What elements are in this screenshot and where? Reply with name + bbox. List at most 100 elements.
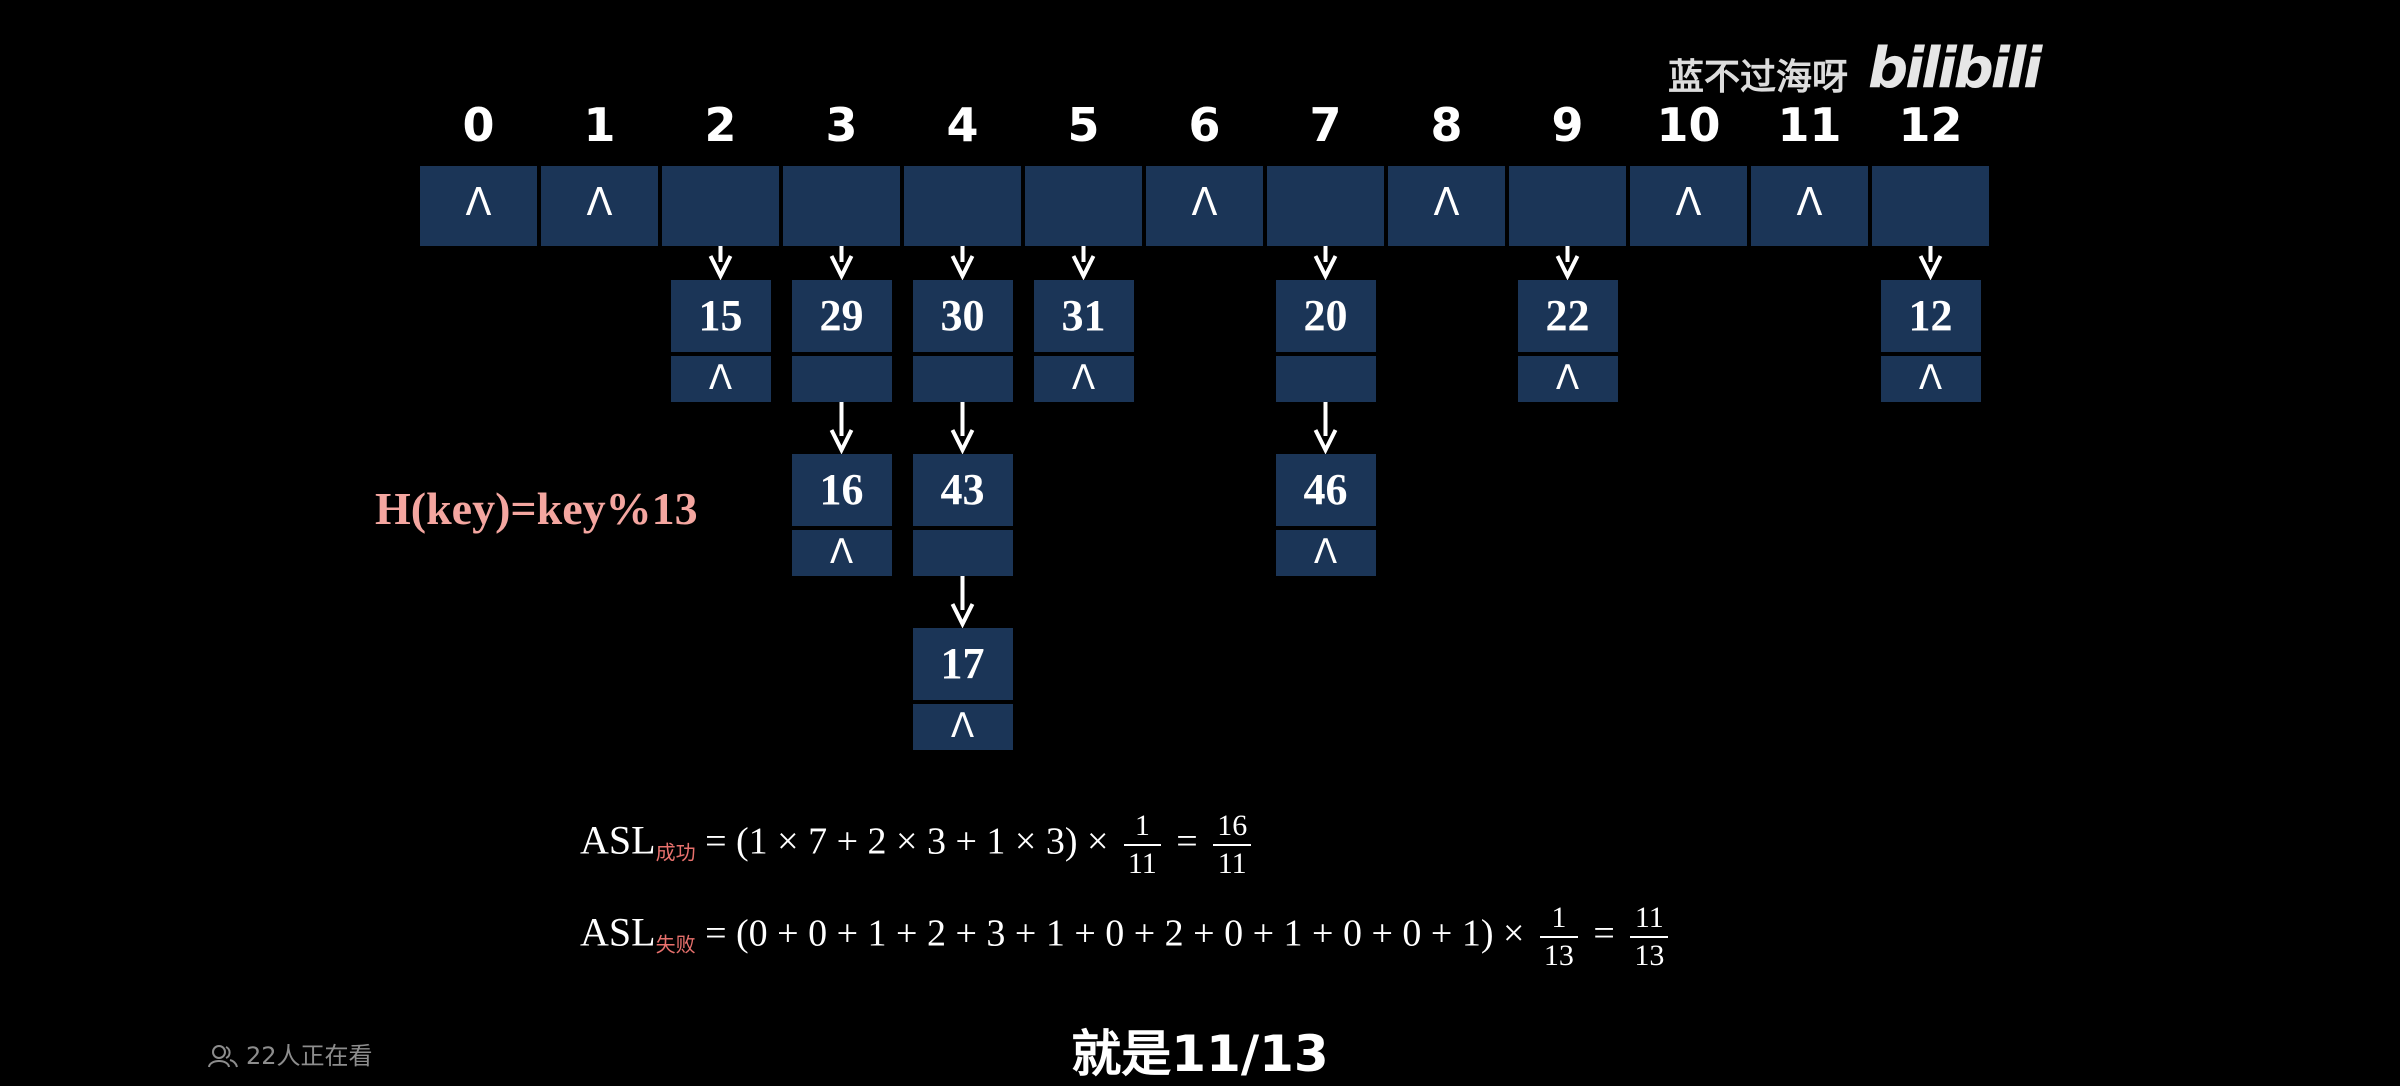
arrow-head xyxy=(829,429,854,455)
bucket-index: 6 xyxy=(1188,98,1221,152)
null-pointer: Λ xyxy=(465,180,492,224)
arrow-head xyxy=(1555,255,1580,281)
viewer-count-text: 22人正在看 xyxy=(246,1042,373,1070)
bucket-slot xyxy=(1267,166,1384,246)
null-pointer: Λ xyxy=(1071,358,1096,398)
null-pointer: Λ xyxy=(1433,180,1460,224)
bucket-slot xyxy=(662,166,779,246)
chain-node-key: 22 xyxy=(1517,280,1618,352)
arrow-head xyxy=(829,255,854,281)
bucket-index: 0 xyxy=(462,98,495,152)
null-pointer: Λ xyxy=(1313,532,1338,572)
frac-num: 1 xyxy=(1539,900,1578,938)
bucket-index: 12 xyxy=(1898,98,1963,152)
bucket-index: 4 xyxy=(946,98,979,152)
null-pointer: Λ xyxy=(1555,358,1580,398)
arrow-head xyxy=(708,255,733,281)
bucket-slot xyxy=(1025,166,1142,246)
chain-node-key: 15 xyxy=(670,280,771,352)
frac-num: 11 xyxy=(1630,900,1669,938)
bucket-slot xyxy=(783,166,900,246)
subtitle: 就是11/13 xyxy=(1071,1025,1329,1083)
arrow-head xyxy=(1313,255,1338,281)
asl-fail-sub: 失败 xyxy=(655,932,696,957)
bucket-slot: Λ xyxy=(1388,166,1505,246)
bucket-index: 10 xyxy=(1656,98,1721,152)
null-pointer: Λ xyxy=(1675,180,1702,224)
null-pointer: Λ xyxy=(1796,180,1823,224)
asl-fail-eq: = xyxy=(1593,912,1615,955)
bucket-slot: Λ xyxy=(1146,166,1263,246)
frac-den: 11 xyxy=(1127,847,1157,880)
asl-success-expr: = (1 × 7 + 2 × 3 + 1 × 3) × xyxy=(705,820,1109,863)
bucket-index: 2 xyxy=(704,98,737,152)
arrow-head xyxy=(1918,255,1943,281)
chain-node-next: Λ xyxy=(1275,530,1376,576)
bucket-index: 11 xyxy=(1777,98,1842,152)
author-watermark: 蓝不过海呀 xyxy=(1668,57,1849,98)
viewer-count: 22人正在看 xyxy=(208,1036,373,1071)
chain-node-next xyxy=(912,530,1013,576)
bucket-slot: Λ xyxy=(420,166,537,246)
bucket-slot xyxy=(1872,166,1989,246)
bucket-index: 1 xyxy=(583,98,616,152)
arrow-head xyxy=(950,603,975,629)
null-pointer: Λ xyxy=(1918,358,1943,398)
chain-node-next xyxy=(791,356,892,402)
chain-node-key: 30 xyxy=(912,280,1013,352)
people-icon xyxy=(208,1045,238,1068)
chain-node-key: 43 xyxy=(912,454,1013,526)
bucket-index: 7 xyxy=(1309,98,1342,152)
null-pointer: Λ xyxy=(829,532,854,572)
chain-node-key: 46 xyxy=(1275,454,1376,526)
null-pointer: Λ xyxy=(708,358,733,398)
arrow-head xyxy=(1071,255,1096,281)
hash-function: H(key)=key%13 xyxy=(375,483,698,534)
chain-node-key: 16 xyxy=(791,454,892,526)
frac-num: 1 xyxy=(1123,808,1161,846)
asl-fail-formula: ASL失败 = (0 + 0 + 1 + 2 + 3 + 1 + 0 + 2 +… xyxy=(580,900,1674,974)
chain-node-next xyxy=(912,356,1013,402)
bucket-slot: Λ xyxy=(541,166,658,246)
asl-fail-expr: = (0 + 0 + 1 + 2 + 3 + 1 + 0 + 2 + 0 + 1… xyxy=(705,912,1525,955)
null-pointer: Λ xyxy=(586,180,613,224)
arrow-head xyxy=(950,429,975,455)
asl-success-eq: = xyxy=(1176,820,1198,863)
bucket-slot: Λ xyxy=(1630,166,1747,246)
asl-fail-label: ASL xyxy=(580,909,656,955)
chain-node-key: 31 xyxy=(1033,280,1134,352)
asl-success-label: ASL xyxy=(580,817,656,863)
chain-node-key: 17 xyxy=(912,628,1013,700)
bucket-slot: Λ xyxy=(1751,166,1868,246)
chain-node-next: Λ xyxy=(1517,356,1618,402)
bucket-slot xyxy=(1509,166,1626,246)
arrow-head xyxy=(1313,429,1338,455)
bilibili-logo: bilibili xyxy=(1868,36,2042,101)
frac-den: 13 xyxy=(1634,939,1665,972)
arrow-head xyxy=(950,255,975,281)
bucket-index: 3 xyxy=(825,98,858,152)
null-pointer: Λ xyxy=(950,706,975,746)
chain-node-next: Λ xyxy=(912,704,1013,750)
chain-node-next: Λ xyxy=(1033,356,1134,402)
chain-node-key: 12 xyxy=(1880,280,1981,352)
bucket-index: 8 xyxy=(1430,98,1463,152)
chain-node-next xyxy=(1275,356,1376,402)
chain-node-key: 20 xyxy=(1275,280,1376,352)
frac-den: 13 xyxy=(1543,939,1574,972)
chain-node-next: Λ xyxy=(791,530,892,576)
bucket-index: 9 xyxy=(1551,98,1584,152)
frac-num: 16 xyxy=(1213,808,1252,846)
bucket-index: 5 xyxy=(1067,98,1100,152)
chain-node-next: Λ xyxy=(1880,356,1981,402)
bucket-slot xyxy=(904,166,1021,246)
asl-success-sub: 成功 xyxy=(655,840,696,865)
frac-den: 11 xyxy=(1217,847,1247,880)
chain-node-key: 29 xyxy=(791,280,892,352)
